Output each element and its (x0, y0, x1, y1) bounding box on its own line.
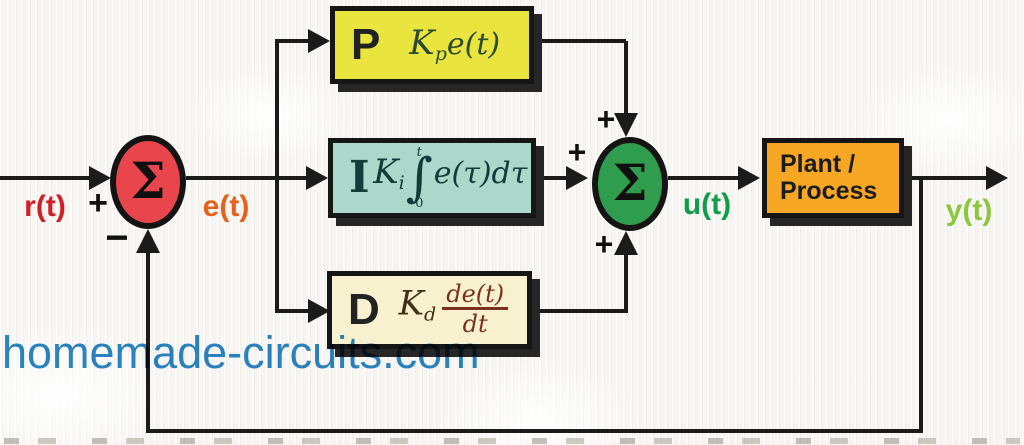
feedback-arrow-icon (136, 229, 160, 253)
feedback-bottom-line (146, 429, 923, 433)
d-fraction-numerator: de(t) (446, 280, 505, 309)
summing-junction-error: Σ (110, 135, 186, 229)
summing-junction-output: Σ (592, 137, 668, 231)
p-coeff-sub: p (434, 43, 447, 65)
p-input-arrow-icon (308, 29, 330, 53)
i-coeff-sub: i (398, 171, 405, 194)
input-arrow-icon (89, 166, 111, 190)
d-fraction: de(t)dt (442, 280, 509, 338)
i-expr: e(τ)dτ (433, 155, 528, 191)
branch-vertical-line (275, 39, 279, 313)
d-output-line (531, 309, 628, 313)
d-up-arrow-icon (614, 231, 638, 255)
p-down-arrow-icon (614, 113, 638, 137)
p-block-formula: Kpe(t) (380, 26, 529, 64)
integral-sign-group: t∫0 (406, 146, 433, 211)
control-line (668, 176, 740, 180)
p-output-line (534, 39, 626, 43)
proportional-block: P Kpe(t) (330, 6, 534, 84)
d-up-line (624, 255, 628, 311)
plant-block-text: Plant / Process (780, 151, 877, 205)
integral-lower-limit: 0 (415, 196, 424, 212)
sum1-plus-sign: + (88, 184, 108, 222)
p-expr: e(t) (446, 27, 501, 62)
d-branch-line (277, 309, 310, 313)
cropped-caption-strip (4, 438, 1020, 444)
output-arrow-icon (986, 166, 1008, 190)
p-branch-line (277, 39, 310, 43)
sigma-symbol: Σ (130, 151, 166, 210)
d-fraction-denominator: dt (442, 307, 509, 338)
i-input-arrow-icon (306, 166, 328, 190)
i-output-line (536, 176, 568, 180)
plant-label-line1: Plant / (780, 150, 856, 179)
p-coeff: K (409, 23, 435, 63)
plant-process-block: Plant / Process (762, 138, 904, 218)
p-down-line (624, 41, 628, 115)
sum2-plus-bottom-sign: + (594, 226, 614, 262)
i-output-arrow-icon (566, 166, 588, 190)
i-coeff: K (373, 151, 399, 192)
sum2-plus-top-sign: + (596, 101, 616, 137)
sum1-minus-sign: − (105, 216, 129, 260)
integral-icon: ∫ (405, 147, 433, 208)
control-signal-label: u(t) (682, 188, 732, 221)
plant-label-line2: Process (780, 177, 878, 205)
i-block-letter: I (349, 152, 370, 203)
reference-input-label: r(t) (24, 190, 66, 223)
sigma-symbol: Σ (612, 153, 648, 212)
error-line (186, 176, 310, 180)
plant-input-arrow-icon (738, 166, 760, 190)
watermark-text: homemade-circuits.com (2, 327, 480, 378)
p-block-letter: P (351, 20, 381, 69)
d-input-arrow-icon (308, 299, 330, 323)
output-signal-label: y(t) (945, 194, 993, 227)
d-block-letter: D (348, 285, 380, 334)
output-line (904, 176, 988, 180)
sum2-plus-left-sign: + (567, 134, 587, 170)
feedback-down-line (919, 178, 923, 433)
input-line (0, 176, 92, 180)
d-coeff-sub: d (424, 303, 437, 326)
error-signal-label: e(t) (202, 190, 250, 223)
feedback-up-line (146, 253, 150, 429)
integral-upper-limit: t (416, 144, 422, 160)
d-coeff: K (398, 283, 425, 324)
